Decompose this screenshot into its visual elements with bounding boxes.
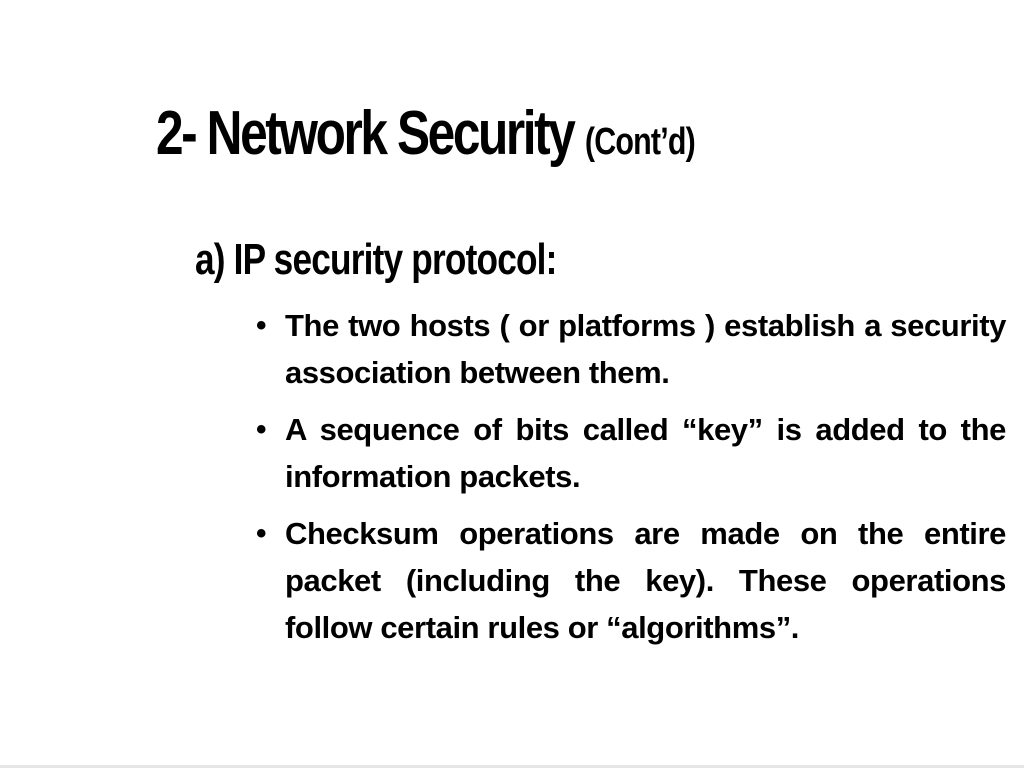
- bullet-icon: •: [256, 517, 267, 550]
- bottom-divider: [0, 765, 1024, 768]
- bullet-icon: •: [256, 309, 267, 342]
- bullet-text: The two hosts ( or platforms ) establish…: [285, 308, 1006, 390]
- bullet-item: • Checksum operations are made on the en…: [250, 510, 1006, 651]
- slide-title-suffix: (Cont’d): [584, 121, 696, 163]
- bullet-icon: •: [256, 413, 267, 446]
- section-subheading: a) IP security protocol:: [195, 235, 557, 284]
- bullet-list: • The two hosts ( or platforms ) establi…: [250, 302, 1006, 661]
- bullet-item: • The two hosts ( or platforms ) establi…: [250, 302, 1006, 396]
- bullet-text: Checksum operations are made on the enti…: [285, 516, 1006, 645]
- bullet-item: • A sequence of bits called “key” is add…: [250, 406, 1006, 500]
- bullet-text: A sequence of bits called “key” is added…: [285, 412, 1006, 494]
- slide-title: 2- Network Security (Cont’d): [156, 98, 696, 178]
- slide-title-main: 2- Network Security: [156, 99, 576, 168]
